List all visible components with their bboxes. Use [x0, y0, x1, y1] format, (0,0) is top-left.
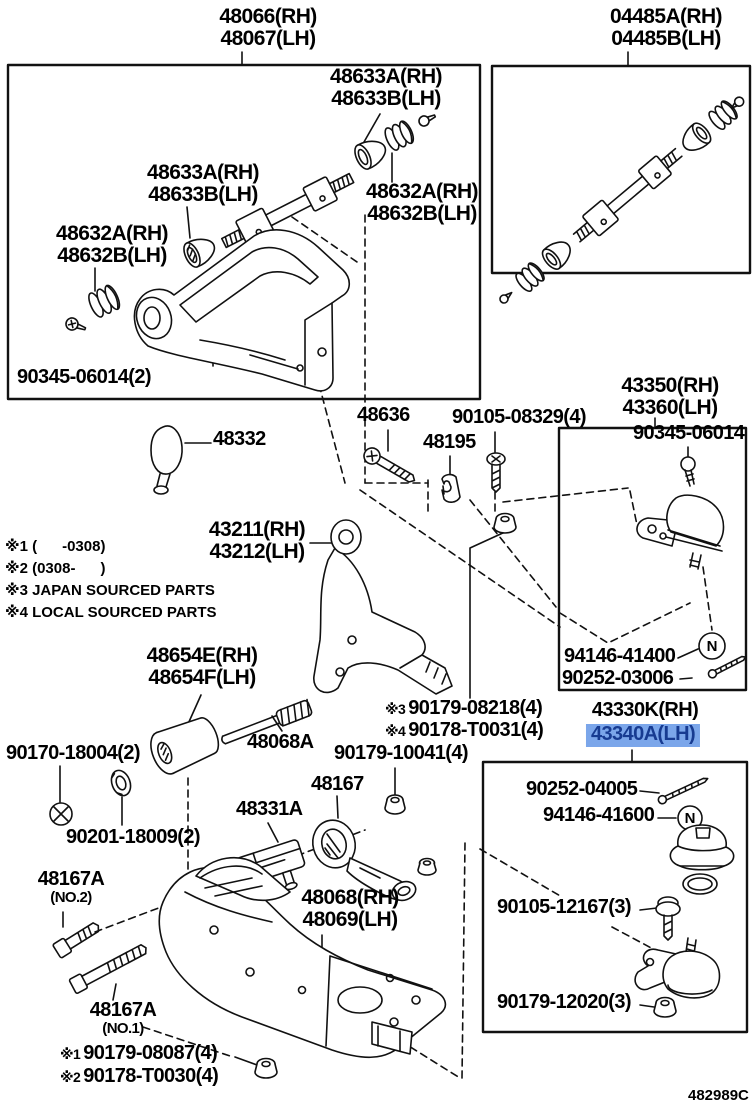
upper-balljoint-assembly-box [557, 426, 748, 692]
nut-90179-08218-drawing [493, 512, 517, 534]
screw-48632-right-drawing [418, 114, 437, 127]
washer-90201-drawing [110, 769, 132, 797]
bushing-48633-mid-drawing [183, 238, 216, 268]
footnote-1: ※1 ( -0308) [5, 538, 106, 555]
selected-part-highlight: 43340A(LH) [585, 724, 701, 747]
bolt-48167A-no1-drawing [68, 944, 147, 994]
bolt-48167A-no2-drawing [52, 922, 100, 959]
footnote-3: ※3 JAPAN SOURCED PARTS [5, 582, 215, 599]
part-label-48633-upper[interactable]: 48633A(RH) 48633B(LH) [330, 65, 442, 110]
part-label-04485A-04485B[interactable]: 04485A(RH) 04485B(LH) [610, 5, 722, 50]
part-label-90252-04005[interactable]: 90252-04005 [526, 778, 638, 800]
part-label-43330K[interactable]: 43330K(RH) [591, 699, 699, 721]
part-label-90345-06014-2[interactable]: 90345-06014(2) [17, 366, 152, 388]
nut-90179-08087-drawing [254, 1057, 278, 1079]
shaft-kit-drawing [499, 96, 745, 304]
part-label-48066-48067[interactable]: 48066(RH) 48067(LH) [219, 5, 317, 50]
bolt-48636-drawing [363, 447, 416, 483]
part-label-90179-12020[interactable]: 90179-12020(3) [497, 991, 632, 1013]
lower-balljoint-kit-drawing: N [634, 777, 735, 1018]
part-label-90105-12167[interactable]: 90105-12167(3) [497, 896, 632, 918]
lower-control-arm-drawing [158, 857, 447, 1059]
clip-48195-drawing [441, 473, 461, 503]
part-label-48167A-no1[interactable]: 48167A (NO.1) [89, 999, 157, 1037]
part-label-48632-left[interactable]: 48632A(RH) 48632B(LH) [56, 222, 168, 267]
upper-balljoint-drawing: N [636, 456, 747, 679]
part-label-43211-43212[interactable]: 43211(RH) 43212(LH) [208, 518, 306, 563]
bushing-48632-right-drawing [384, 120, 415, 151]
n-mark: N [707, 638, 718, 655]
bushing-48633-upper-drawing [354, 140, 387, 170]
bushing-48632-left-drawing [88, 284, 121, 318]
part-label-43340A-highlighted[interactable]: 43340A(LH) [585, 724, 701, 747]
footnote-4: ※4 LOCAL SOURCED PARTS [5, 604, 217, 621]
part-label-94146-41600[interactable]: 94146-41600 [543, 804, 655, 826]
part-label-90105-08329[interactable]: 90105-08329(4) [452, 406, 587, 428]
part-label-48167A-no2[interactable]: 48167A (NO.2) [37, 868, 105, 906]
part-label-48068-48069[interactable]: 48068(RH) 48069(LH) [301, 886, 399, 931]
bolt-48068A-drawing [221, 698, 313, 745]
shaft-kit-assembly-box [490, 64, 752, 275]
nut-90179-10041-drawing [384, 794, 406, 815]
part-label-90170-18004[interactable]: 90170-18004(2) [6, 742, 141, 764]
part-label-48632-right[interactable]: 48632A(RH) 48632B(LH) [366, 180, 478, 225]
part-label-90252-03006[interactable]: 90252-03006 [562, 667, 674, 689]
lower-balljoint-assembly-box [481, 760, 749, 1034]
part-label-48167[interactable]: 48167 [311, 773, 364, 795]
upper-arm-assembly-box [6, 63, 482, 401]
part-label-90345-06014[interactable]: 90345-06014 [633, 422, 745, 444]
screw-90345-left-drawing [65, 317, 87, 331]
nut-90170-drawing [49, 802, 73, 826]
steering-knuckle-drawing [313, 519, 453, 695]
part-label-48195[interactable]: 48195 [423, 431, 476, 453]
nut-small-drawing [417, 857, 437, 876]
part-label-48654E-48654F[interactable]: 48654E(RH) 48654F(LH) [146, 644, 258, 689]
upper-control-arm-drawing [133, 229, 351, 392]
part-label-48068A[interactable]: 48068A [247, 731, 314, 753]
part-label-48331A[interactable]: 48331A [236, 798, 303, 820]
part-label-48332[interactable]: 48332 [213, 428, 266, 450]
part-label-48633-mid[interactable]: 48633A(RH) 48633B(LH) [147, 161, 259, 206]
strut-bar-48167-drawing [311, 819, 417, 902]
footnote-2: ※2 (0308- ) [5, 560, 106, 577]
diagram-code: 482989C [688, 1087, 749, 1104]
part-label-48636[interactable]: 48636 [357, 404, 410, 426]
n-mark: N [685, 810, 696, 827]
part-label-43350-43360[interactable]: 43350(RH) 43360(LH) [621, 374, 719, 419]
part-label-90179-10041[interactable]: 90179-10041(4) [334, 742, 469, 764]
bushing-48654-drawing [150, 717, 220, 775]
bump-stop-48332-drawing [150, 425, 183, 495]
bolt-90105-08329-drawing [486, 452, 506, 493]
part-label-94146-41400[interactable]: 94146-41400 [564, 645, 676, 667]
part-label-90201-18009[interactable]: 90201-18009(2) [66, 826, 201, 848]
